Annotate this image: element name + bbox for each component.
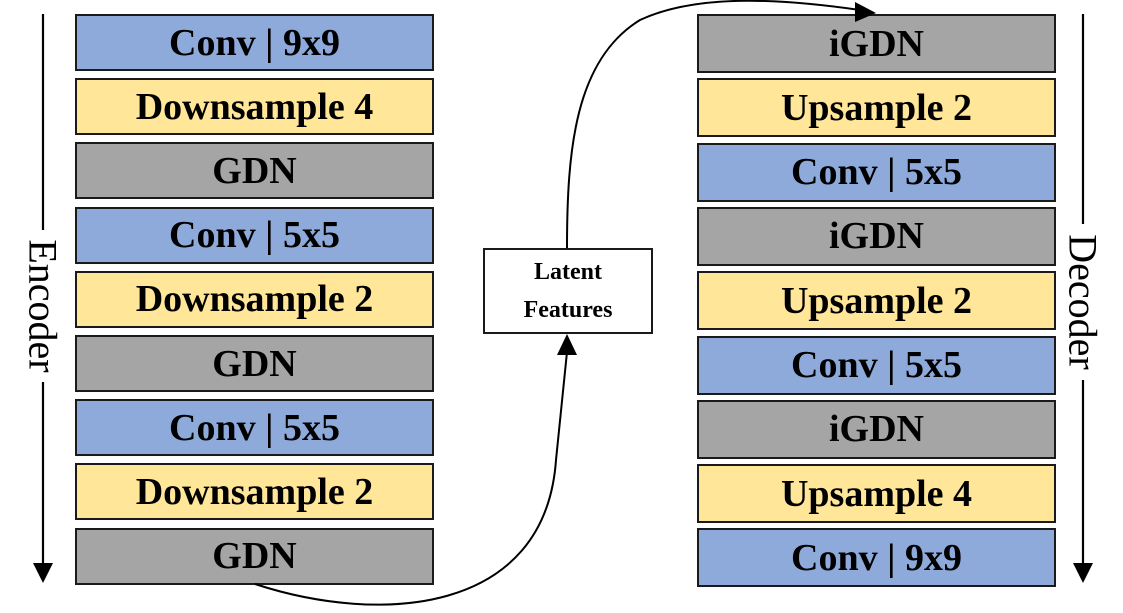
decoder-layer-conv: Conv | 5x5 xyxy=(697,335,1056,395)
decoder-layer-gdn: iGDN xyxy=(697,14,1056,73)
encoder-direction-arrow xyxy=(33,14,53,583)
encoder-layer-sample: Downsample 2 xyxy=(75,463,434,521)
latent-to-decoder-curve xyxy=(566,0,861,249)
encoder-layer-conv: Conv | 5x5 xyxy=(75,206,434,264)
decoder-direction-arrow xyxy=(1073,14,1093,583)
encoder-layer-gdn: GDN xyxy=(75,527,434,585)
encoder-layer-conv: Conv | 9x9 xyxy=(75,14,434,71)
decoder-layer-gdn: iGDN xyxy=(697,399,1056,459)
decoder-layer-sample: Upsample 4 xyxy=(697,464,1056,524)
encoder-layer-sample: Downsample 4 xyxy=(75,78,434,136)
latent-input-arrowhead xyxy=(557,334,577,355)
decoder-layer-conv: Conv | 9x9 xyxy=(697,528,1056,588)
decoder-input-arrowhead xyxy=(855,2,876,22)
decoder-layer-gdn: iGDN xyxy=(697,206,1056,266)
encoder-layer-conv: Conv | 5x5 xyxy=(75,399,434,457)
decoder-layer-conv: Conv | 5x5 xyxy=(697,142,1056,202)
latent-line1: Latent xyxy=(534,259,602,285)
encoder-layer-sample: Downsample 2 xyxy=(75,270,434,328)
encoder-layer-gdn: GDN xyxy=(75,142,434,200)
encoder-layer-gdn: GDN xyxy=(75,335,434,392)
latent-line2: Features xyxy=(523,297,613,323)
latent-features-box: Latent Features xyxy=(483,248,653,334)
decoder-layer-sample: Upsample 2 xyxy=(697,78,1056,138)
encoder-to-latent-curve xyxy=(254,351,568,606)
decoder-layer-sample: Upsample 2 xyxy=(697,271,1056,331)
